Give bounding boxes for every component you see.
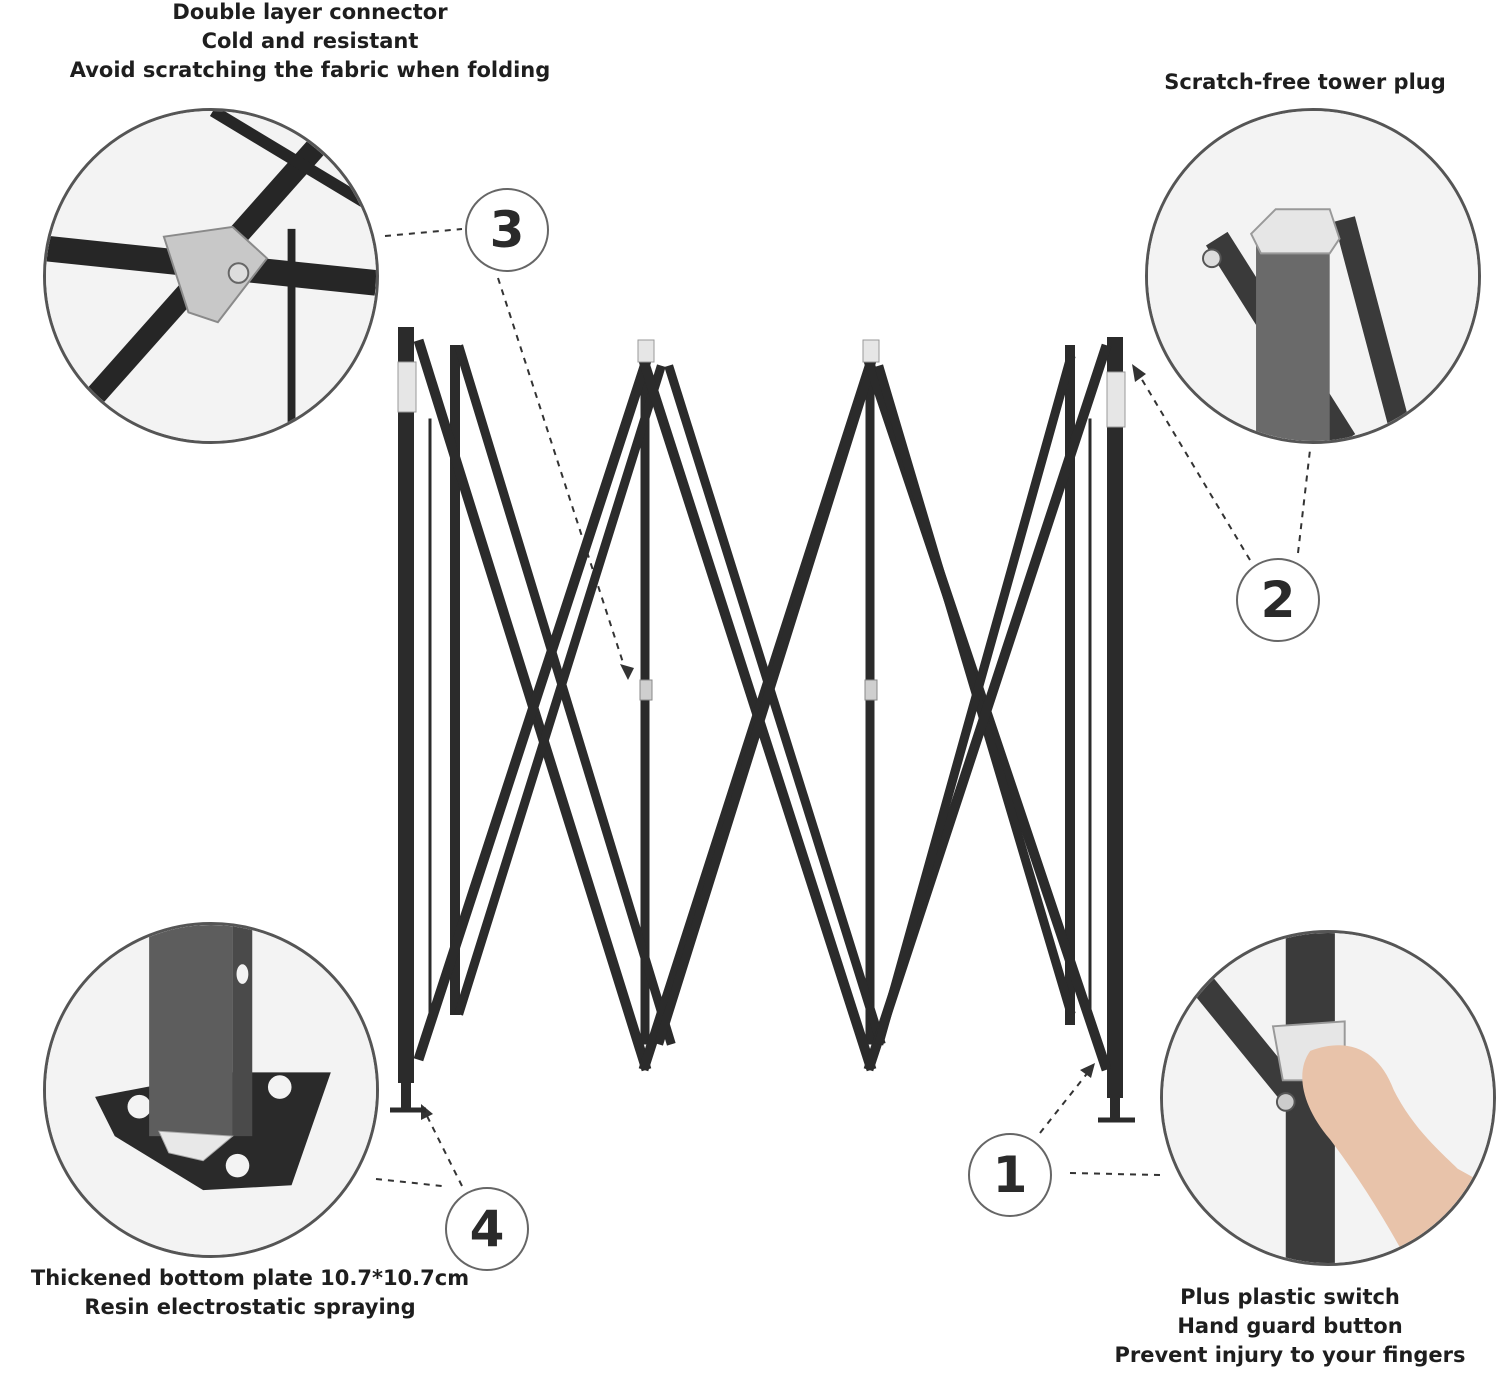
caption-plug: Scratch-free tower plug	[1150, 68, 1460, 97]
caption-switch: Plus plastic switch Hand guard button Pr…	[1100, 1283, 1480, 1370]
caption-line: Scratch-free tower plug	[1164, 70, 1446, 94]
callout-number-text: 2	[1260, 571, 1296, 629]
caption-plate: Thickened bottom plate 10.7*10.7cm Resin…	[20, 1264, 480, 1322]
callout-number-2: 2	[1236, 558, 1320, 642]
leader-2-to-detail	[1297, 449, 1311, 554]
caption-line: Resin electrostatic spraying	[84, 1295, 416, 1319]
callout-number-text: 1	[992, 1146, 1028, 1204]
caption-line: Plus plastic switch	[1180, 1285, 1400, 1309]
callout-number-text: 4	[469, 1200, 505, 1258]
callout-number-1: 1	[968, 1133, 1052, 1217]
detail-tower-plug	[1145, 108, 1481, 444]
folding-canopy-frame	[390, 327, 1135, 1123]
detail-plastic-switch	[1160, 930, 1496, 1266]
leader-1-to-detail	[1069, 1172, 1161, 1176]
leader-4-to-detail	[375, 1178, 443, 1187]
caption-line: Cold and resistant	[201, 29, 419, 53]
caption-line: Hand guard button	[1177, 1314, 1403, 1338]
callout-number-text: 3	[489, 201, 525, 259]
detail-bottom-plate	[43, 922, 379, 1258]
caption-line: Thickened bottom plate 10.7*10.7cm	[30, 1266, 470, 1290]
callout-number-4: 4	[445, 1187, 529, 1271]
caption-connector: Double layer connector Cold and resistan…	[60, 0, 560, 85]
callout-number-3: 3	[465, 188, 549, 272]
caption-line: Double layer connector	[172, 0, 448, 24]
leader-3-to-detail	[384, 228, 463, 237]
caption-line: Prevent injury to your fingers	[1114, 1343, 1466, 1367]
caption-line: Avoid scratching the fabric when folding	[69, 58, 551, 82]
detail-connector	[43, 108, 379, 444]
